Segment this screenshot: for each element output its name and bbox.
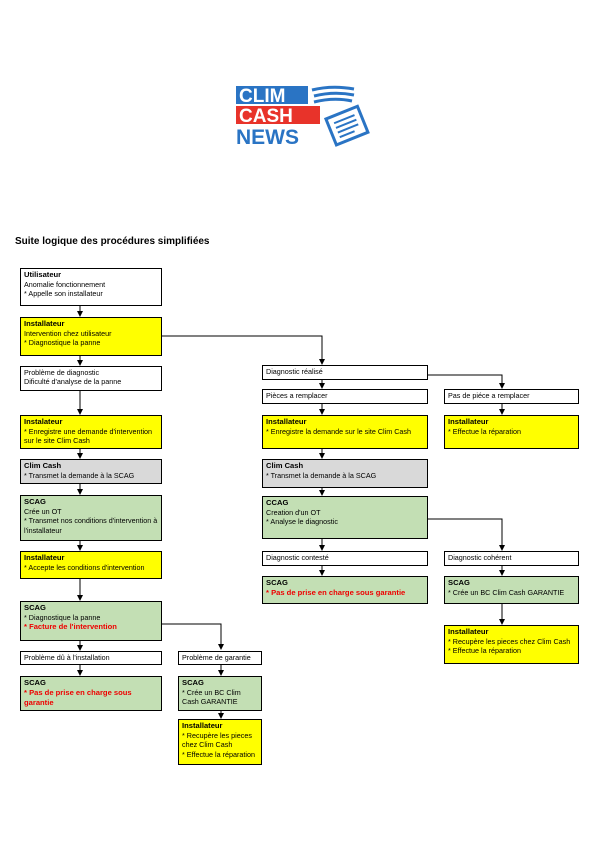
node-line: Crée un OT — [24, 506, 62, 516]
node-line: * Transmet la demande à la SCAG — [266, 470, 377, 480]
node-installateur-recupere-right: Installateur * Recupère les pieces chez … — [444, 625, 579, 664]
newspaper-icon — [323, 104, 370, 147]
node-line: Diagnostic cohérent — [448, 553, 512, 562]
node-head: Installateur — [182, 721, 223, 730]
node-line: * Crée un BC Clim Cash GARANTIE — [448, 587, 565, 597]
node-diagnostic-realise: Diagnostic réalisé — [262, 365, 428, 380]
node-line: * Diagnostique la panne — [24, 338, 101, 348]
node-head: Clim Cash — [266, 461, 304, 470]
node-probleme-installation: Problème dû à l'installation — [20, 651, 162, 665]
node-line: Diagnostic réalisé — [266, 367, 323, 376]
node-line: Diagnostic contesté — [266, 553, 329, 562]
node-line: Problème de garantie — [182, 653, 251, 662]
node-installateur-effectue: Installateur * Effectue la réparation — [444, 415, 579, 449]
node-line: * Effectue la réparation — [448, 426, 521, 436]
node-head: SCAG — [24, 678, 46, 687]
node-line: Pièces a remplacer — [266, 391, 328, 400]
node-probleme-diagnostic: Problème de diagnostic Dificulté d'analy… — [20, 366, 162, 391]
node-line: * Diagnostique la panne — [24, 612, 101, 622]
node-line: * Analyse le diagnostic — [266, 517, 338, 527]
node-scag-cree-bc-right: SCAG * Crée un BC Clim Cash GARANTIE — [444, 576, 579, 604]
node-head: SCAG — [24, 603, 46, 612]
node-clim-cash-transmet-right: Clim Cash * Transmet la demande à la SCA… — [262, 459, 428, 488]
node-line: * Recupère les pieces chez Clim Cash — [448, 636, 571, 646]
logo-line1: CLIM — [239, 86, 285, 107]
node-head: SCAG — [24, 497, 46, 506]
node-red-line: * Facture de l'intervention — [24, 622, 117, 632]
node-probleme-garantie: Problème de garantie — [178, 651, 262, 665]
node-utilisateur: Utilisateur Anomalie fonctionnement * Ap… — [20, 268, 162, 306]
node-pieces-a-remplacer: Pièces a remplacer — [262, 389, 428, 404]
node-head: Installateur — [266, 417, 307, 426]
logo-line2: CASH — [239, 106, 293, 127]
node-line: * Recupère les pieces chez Clim Cash — [182, 730, 252, 750]
node-installateur-enregistre-right: Installateur * Enregistre la demande sur… — [262, 415, 428, 449]
node-line: * Crée un BC Clim Cash GARANTIE — [182, 687, 241, 707]
node-line: * Appelle son installateur — [24, 289, 103, 299]
node-line: * Accepte les conditions d'intervention — [24, 562, 145, 572]
node-clim-cash-transmet: Clim Cash * Transmet la demande à la SCA… — [20, 459, 162, 484]
node-line: * Effectue la réparation — [182, 749, 255, 759]
node-head: SCAG — [266, 578, 288, 587]
node-line: * Transmet nos conditions d'intervention… — [24, 516, 158, 535]
node-head: CCAG — [266, 498, 289, 507]
node-head: Clim Cash — [24, 461, 62, 470]
node-scag-cree-ot: SCAG Crée un OT * Transmet nos condition… — [20, 495, 162, 541]
node-instalateur-enregistre: Instalateur * Enregistre une demande d'i… — [20, 415, 162, 449]
node-installateur-intervention: Installateur Intervention chez utilisate… — [20, 317, 162, 356]
node-diagnostic-conteste: Diagnostic contesté — [262, 551, 428, 566]
node-scag-diagnostique: SCAG * Diagnostique la panne * Facture d… — [20, 601, 162, 641]
logo-line3: NEWS — [236, 126, 299, 149]
node-head: Installateur — [448, 627, 489, 636]
node-head: SCAG — [448, 578, 470, 587]
node-head: Utilisateur — [24, 270, 62, 279]
node-scag-cree-bc-left: SCAG * Crée un BC Clim Cash GARANTIE — [178, 676, 262, 711]
node-diagnostic-coherent: Diagnostic cohérent — [444, 551, 579, 566]
node-line: Creation d'un OT — [266, 507, 321, 517]
page-title: Suite logique des procédures simplifiées — [15, 236, 210, 247]
node-pas-de-piece: Pas de piéce a remplacer — [444, 389, 579, 404]
node-line: Dificulté d'analyse de la panne — [24, 377, 122, 387]
node-line: Problème dû à l'installation — [24, 653, 110, 662]
node-scag-pas-de-prise-left: SCAG * Pas de prise en charge sous garan… — [20, 676, 162, 711]
node-head: Instalateur — [24, 417, 63, 426]
node-red-line: * Pas de prise en charge sous garantie — [266, 587, 406, 597]
node-installateur-accepte: Installateur * Accepte les conditions d'… — [20, 551, 162, 579]
node-line: * Transmet la demande à la SCAG — [24, 470, 135, 480]
node-line: * Enregistre la demande sur le site Clim… — [266, 426, 412, 436]
node-scag-pas-de-prise-right: SCAG * Pas de prise en charge sous garan… — [262, 576, 428, 604]
node-line: Intervention chez utilisateur — [24, 328, 112, 338]
node-head: Installateur — [448, 417, 489, 426]
node-line: Pas de piéce a remplacer — [448, 391, 530, 400]
node-line: Anomalie fonctionnement — [24, 279, 106, 289]
node-line: Problème de diagnostic — [24, 368, 100, 377]
node-red-line: * Pas de prise en charge sous garantie — [24, 687, 132, 707]
node-line: * Enregistre une demande d'intervention … — [24, 426, 153, 446]
node-head: SCAG — [182, 678, 204, 687]
node-head: Installateur — [24, 553, 65, 562]
node-ccag-creation-ot: CCAG Creation d'un OT * Analyse le diagn… — [262, 496, 428, 539]
clim-cash-news-logo: CLIM CASH NEWS — [236, 84, 370, 154]
node-head: Installateur — [24, 319, 65, 328]
node-installateur-recupere-left: Installateur * Recupère les pieces chez … — [178, 719, 262, 765]
node-line: * Effectue la réparation — [448, 646, 521, 656]
